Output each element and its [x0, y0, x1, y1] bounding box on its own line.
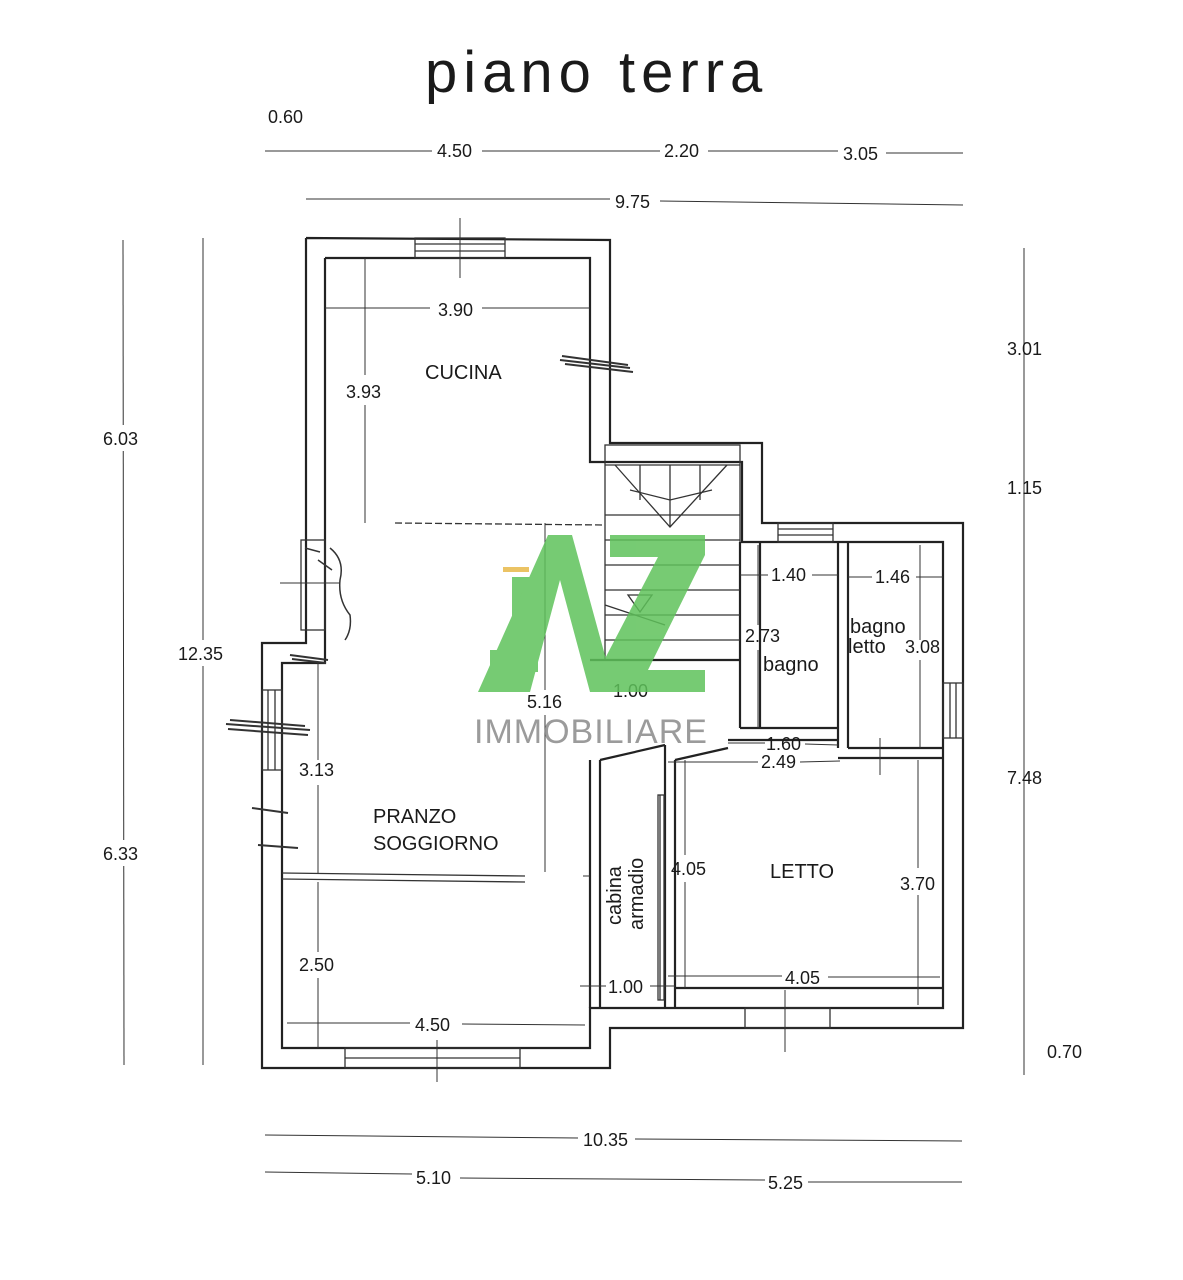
dim-letto-405-vertical: 4.05 [671, 859, 706, 879]
room-cabina-line1: cabina [604, 865, 626, 925]
dim-bagnoletto-146: 1.46 [875, 567, 910, 587]
room-labels: CUCINA PRANZO SOGGIORNO bagno bagno lett… [373, 362, 906, 930]
logo-text: IMMOBILIARE [474, 713, 708, 751]
room-bagno-letto-line2: letto [848, 636, 886, 658]
dim-top-975: 9.75 [615, 192, 650, 212]
dim-top-305: 3.05 [843, 144, 878, 164]
dim-bagno-273: 2.73 [745, 626, 780, 646]
right-dimensions: 3.01 1.15 7.48 0.70 [1007, 248, 1082, 1075]
dim-left-1235: 12.35 [178, 644, 223, 664]
interior-dimensions [287, 258, 943, 1048]
interior-dimension-labels: 3.90 3.93 5.16 3.13 2.50 4.50 1.00 1.40 … [299, 300, 940, 1035]
dim-soggiorno-450: 4.50 [415, 1015, 450, 1035]
room-bagno-letto-line1: bagno [850, 616, 906, 638]
room-soggiorno: SOGGIORNO [373, 833, 499, 855]
dim-soggiorno-516: 5.16 [527, 692, 562, 712]
agency-logo: IMMOBILIARE [474, 535, 708, 751]
dim-letto-370: 3.70 [900, 874, 935, 894]
dim-top-060: 0.60 [268, 107, 303, 127]
left-dimensions: 6.03 12.35 6.33 [100, 238, 228, 1066]
dim-cucina-width: 3.90 [438, 300, 473, 320]
dim-soggiorno-313: 3.13 [299, 760, 334, 780]
dim-bagnoletto-308: 3.08 [905, 637, 940, 657]
bottom-dimensions: 10.35 5.10 5.25 [264, 1130, 963, 1193]
dim-bagno-140: 1.40 [771, 565, 806, 585]
dim-cabina-100: 1.00 [608, 977, 643, 997]
logo-accent-bar [503, 567, 529, 572]
plan-title: piano terra [425, 40, 768, 105]
dim-bottom-1035: 10.35 [583, 1130, 628, 1150]
dim-right-115: 1.15 [1007, 478, 1042, 498]
walls [260, 236, 965, 1070]
logo-letter-z [598, 535, 705, 692]
room-cabina-line2: armadio [626, 858, 648, 930]
dim-top-220: 2.20 [664, 141, 699, 161]
dim-top-450: 4.50 [437, 141, 472, 161]
hand-marks [225, 355, 634, 849]
logo-letter-a [478, 535, 615, 692]
dim-right-070: 0.70 [1047, 1042, 1082, 1062]
dim-corridor-160: 1.60 [766, 734, 801, 754]
windows [261, 218, 964, 1082]
top-dimensions: 0.60 4.50 2.20 3.05 9.75 [265, 107, 964, 212]
room-pranzo: PRANZO [373, 806, 456, 828]
dim-cucina-height: 3.93 [346, 382, 381, 402]
dim-right-301: 3.01 [1007, 339, 1042, 359]
dim-right-748: 7.48 [1007, 768, 1042, 788]
dim-bottom-525: 5.25 [768, 1173, 803, 1193]
room-letto: LETTO [770, 861, 834, 883]
dim-left-633: 6.33 [103, 844, 138, 864]
dim-left-603: 6.03 [103, 429, 138, 449]
dim-corridor-249: 2.49 [761, 752, 796, 772]
dim-soggiorno-250: 2.50 [299, 955, 334, 975]
dim-bottom-510: 5.10 [416, 1168, 451, 1188]
room-cucina: CUCINA [425, 362, 502, 384]
dim-letto-405-horizontal: 4.05 [785, 968, 820, 988]
room-bagno: bagno [763, 654, 819, 676]
